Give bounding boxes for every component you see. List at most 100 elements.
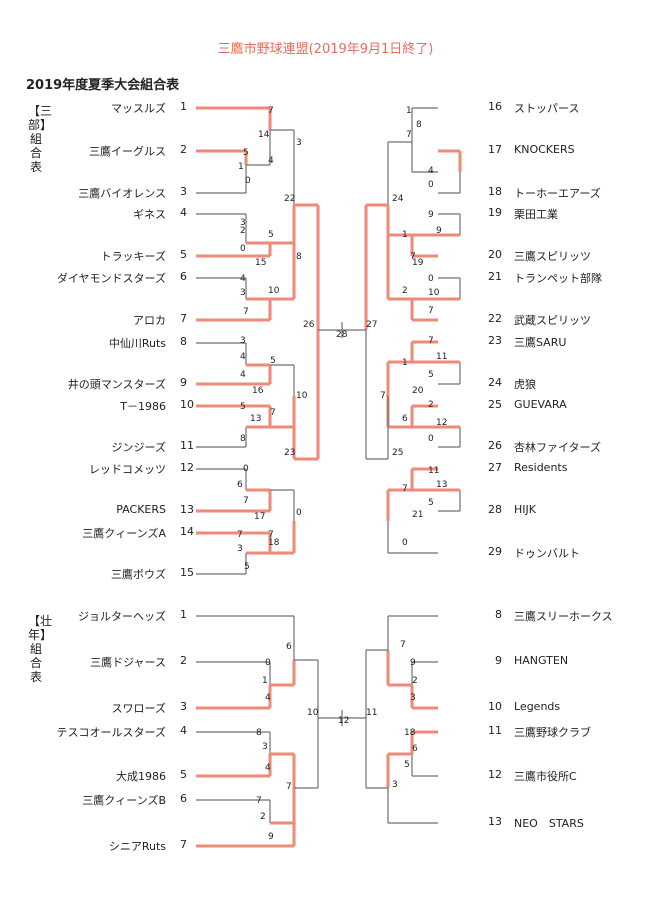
score-label: 10 (307, 708, 319, 718)
team-name: ジンジーズ (111, 441, 166, 454)
score-label: 27 (366, 320, 378, 330)
team-name: 三鷹スピリッツ (514, 250, 591, 263)
team-name: 三鷹イーグルス (89, 145, 166, 158)
score-label: 2 (428, 400, 434, 410)
score-label: 3 (262, 742, 268, 752)
score-label: 11 (428, 466, 440, 476)
score-label: 2 (412, 676, 418, 686)
score-label: 9 (436, 226, 442, 236)
team-name: ドゥンバルト (514, 547, 580, 560)
team-number: 13 (180, 503, 194, 516)
team-number: 7 (180, 838, 187, 851)
team-number: 25 (488, 398, 502, 411)
score-label: 4 (265, 693, 271, 703)
score-label: 16 (252, 386, 264, 396)
team-number: 8 (495, 608, 502, 621)
team-number: 29 (488, 545, 502, 558)
score-label: 3 (410, 693, 416, 703)
team-number: 5 (180, 248, 187, 261)
score-label: 7 (380, 391, 386, 401)
score-label: 4 (265, 763, 271, 773)
score-label: 7 (268, 106, 274, 116)
score-label: 12 (436, 418, 448, 428)
team-number: 15 (180, 566, 194, 579)
team-number: 23 (488, 334, 502, 347)
score-label: 7 (406, 130, 412, 140)
team-number: 21 (488, 270, 502, 283)
score-label: 6 (402, 414, 408, 424)
score-label: 4 (428, 166, 434, 176)
team-number: 27 (488, 461, 502, 474)
team-name: 三鷹クィーンズA (82, 527, 166, 540)
team-name: ジョルターヘッズ (78, 610, 166, 623)
score-label: 0 (296, 508, 302, 518)
score-label: 13 (436, 480, 448, 490)
team-name: 栗田工業 (514, 208, 558, 221)
team-name: 三鷹野球クラブ (514, 726, 591, 739)
score-label: 2 (260, 812, 266, 822)
score-label: 0 (243, 464, 249, 474)
team-number: 7 (180, 312, 187, 325)
score-label: 0 (240, 244, 246, 254)
score-label: 7 (243, 307, 249, 317)
team-name: トランペット部隊 (514, 272, 602, 285)
team-name: HANGTEN (514, 654, 569, 667)
team-name: ダイヤモンドスターズ (56, 272, 166, 285)
score-label: 5 (270, 356, 276, 366)
score-label: 8 (296, 252, 302, 262)
score-label: 22 (284, 194, 296, 204)
team-name: 三鷹SARU (514, 336, 567, 349)
team-number: 2 (180, 143, 187, 156)
score-label: 2 (402, 286, 408, 296)
score-label: 4 (240, 370, 246, 380)
team-name: T－1986 (120, 400, 166, 413)
score-label: 3 (237, 544, 243, 554)
team-number: 8 (180, 335, 187, 348)
score-label: 6 (237, 480, 243, 490)
team-number: 13 (488, 815, 502, 828)
score-label: 3 (296, 138, 302, 148)
score-label: 24 (392, 194, 404, 204)
score-label: 23 (284, 448, 296, 458)
score-label: 7 (237, 530, 243, 540)
team-number: 2 (180, 654, 187, 667)
score-label: 5 (428, 370, 434, 380)
team-name: シニアRuts (108, 840, 166, 853)
team-number: 10 (180, 398, 194, 411)
score-label: 12 (338, 716, 350, 726)
team-number: 19 (488, 206, 502, 219)
score-label: 0 (245, 176, 251, 186)
team-name: 三鷹市役所C (514, 770, 577, 783)
score-label: 7 (243, 496, 249, 506)
score-label: 0 (428, 434, 434, 444)
score-label: 21 (412, 510, 424, 520)
score-label: 18 (404, 728, 416, 738)
score-label: 11 (366, 708, 378, 718)
score-label: 4 (240, 352, 246, 362)
score-label: 8 (256, 728, 262, 738)
score-label: 1 (238, 162, 244, 172)
team-number: 20 (488, 248, 502, 261)
team-name: HIJK (514, 503, 536, 516)
team-number: 11 (180, 439, 194, 452)
team-number: 5 (180, 768, 187, 781)
team-name: KNOCKERS (514, 143, 575, 156)
team-name: ギネス (133, 208, 166, 221)
team-name: トーホーエアーズ (514, 187, 601, 200)
score-label: 20 (412, 386, 424, 396)
team-number: 4 (180, 724, 187, 737)
score-label: 17 (254, 512, 266, 522)
team-name: マッスルズ (111, 102, 166, 115)
score-label: 0 (428, 274, 434, 284)
score-label: 2 (240, 226, 246, 236)
team-name: 大成1986 (116, 770, 166, 783)
team-number: 4 (180, 206, 187, 219)
score-label: 7 (270, 408, 276, 418)
score-label: 1 (406, 106, 412, 116)
score-label: 4 (268, 156, 274, 166)
page-title: 三鷹市野球連盟(2019年9月1日終了) (217, 42, 434, 57)
team-name: 三鷹バイオレンス (78, 187, 166, 200)
team-number: 17 (488, 143, 502, 156)
score-label: 0 (265, 658, 271, 668)
